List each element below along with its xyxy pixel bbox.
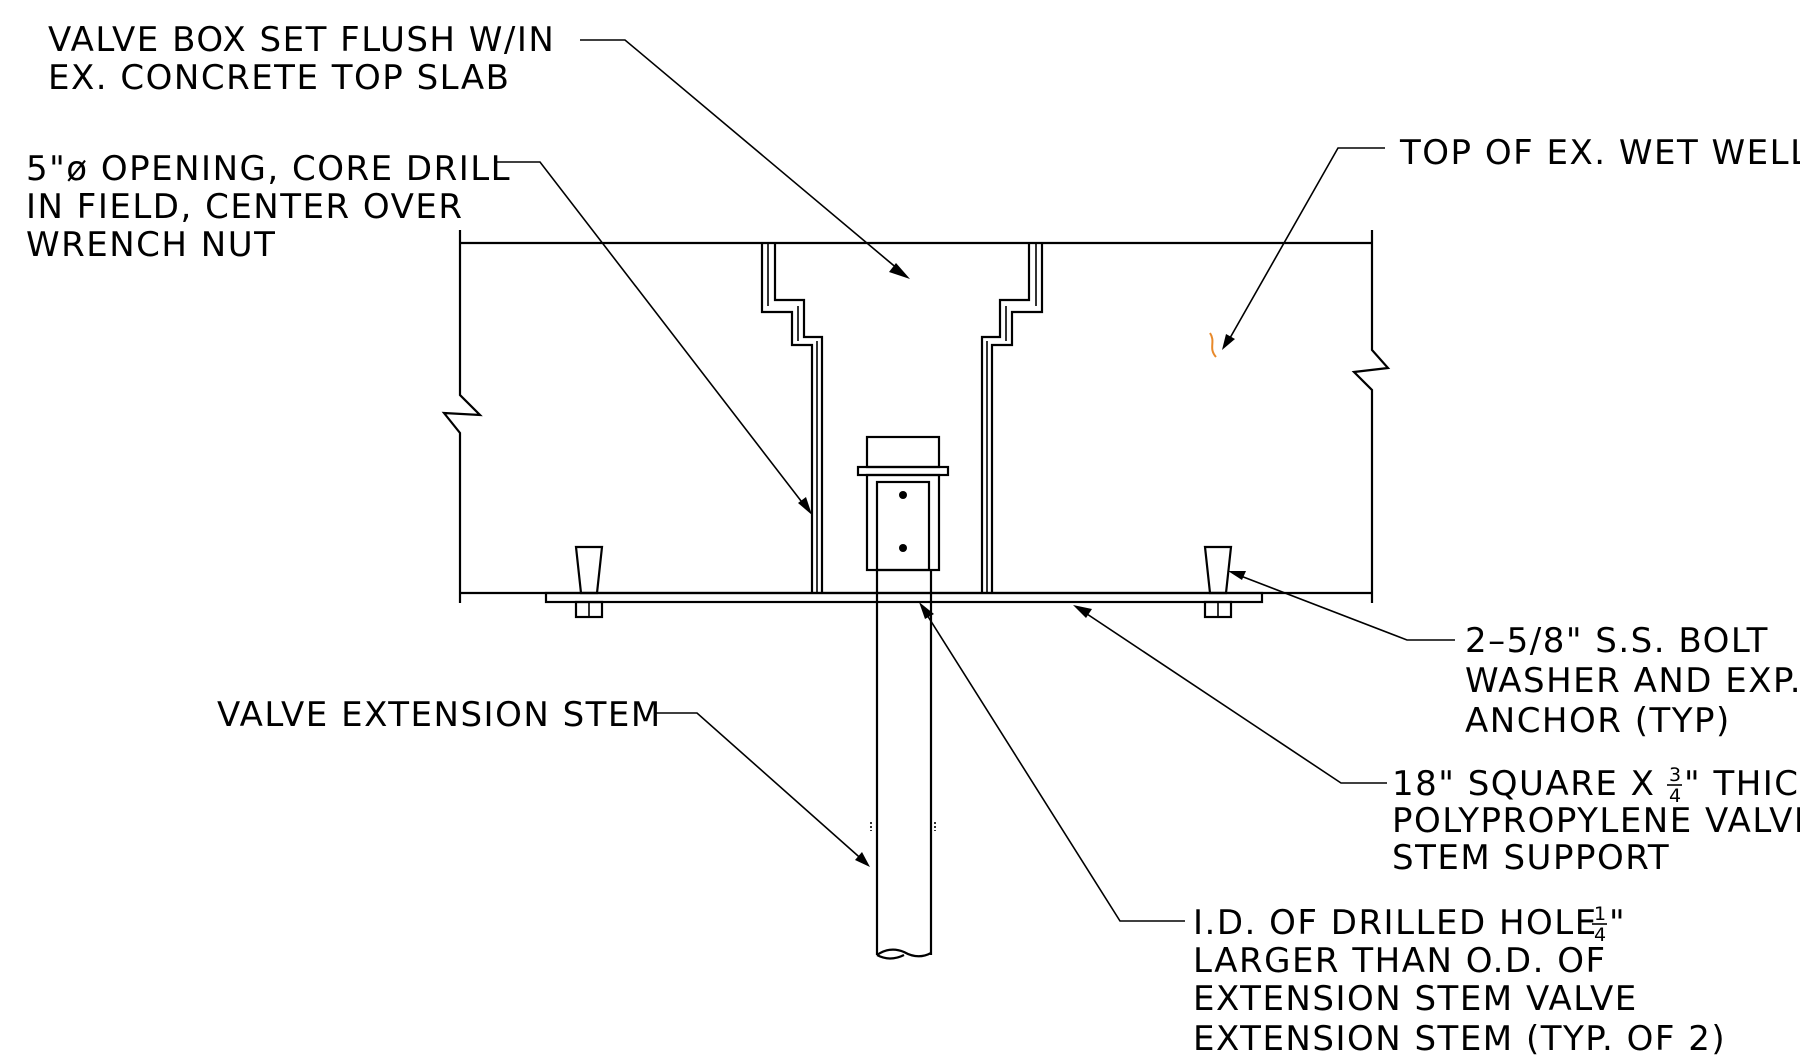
label-drilled-hole-frac-num: 1 <box>1594 903 1606 925</box>
label-drilled-hole-line1-pre: I.D. OF DRILLED HOLE <box>1193 903 1598 943</box>
label-stem: VALVE EXTENSION STEM <box>217 695 662 735</box>
label-drilled-hole-line1: I.D. OF DRILLED HOLE <box>1193 903 1598 943</box>
label-support-frac-num: 3 <box>1669 764 1681 786</box>
leader-top-wet-well <box>1222 147 1385 350</box>
label-valve-box-line2: EX. CONCRETE TOP SLAB <box>48 58 510 98</box>
label-support-frac-den: 4 <box>1669 785 1681 807</box>
wrench-nut <box>856 435 950 572</box>
leader-bolt <box>1228 571 1455 641</box>
label-drilled-hole-line4: EXTENSION STEM (TYP. OF 2) <box>1193 1019 1726 1059</box>
label-top-wet-well-text: TOP OF EX. WET WELL <box>1399 133 1800 173</box>
anchor-bolt-right <box>1203 545 1233 619</box>
leader-drilled-hole <box>919 602 1185 922</box>
label-opening-line1: 5"ø OPENING, CORE DRILL <box>26 149 511 189</box>
label-stem-text: VALVE EXTENSION STEM <box>217 695 662 735</box>
leader-valve-box <box>580 39 910 279</box>
label-support-line2: POLYPROPYLENE VALVE <box>1392 801 1800 841</box>
label-support-line1-pre: 18" SQUARE X <box>1392 764 1655 804</box>
label-drilled-hole-line1-post: " <box>1609 903 1626 943</box>
label-opening-line2: IN FIELD, CENTER OVER <box>26 187 463 227</box>
label-opening: 5"ø OPENING, CORE DRILL IN FIELD, CENTER… <box>26 149 511 265</box>
label-valve-box: VALVE BOX SET FLUSH W/IN EX. CONCRETE TO… <box>48 20 555 98</box>
leader-support <box>1073 605 1387 784</box>
label-support-line1: 18" SQUARE X <box>1392 764 1655 804</box>
revision-mark <box>1209 332 1217 358</box>
label-valve-box-line1: VALVE BOX SET FLUSH W/IN <box>48 20 555 60</box>
label-drilled-hole-line2: LARGER THAN O.D. OF <box>1193 941 1607 981</box>
label-support-line3: STEM SUPPORT <box>1392 838 1670 878</box>
label-top-wet-well: TOP OF EX. WET WELL <box>1399 133 1800 173</box>
label-support: 18" SQUARE X 3 4 " THICK POLYPROPYLENE V… <box>1392 764 1800 878</box>
label-opening-line3: WRENCH NUT <box>26 225 276 265</box>
anchor-bolt-left <box>574 545 604 619</box>
label-bolt-line1: 2–5/8" S.S. BOLT <box>1465 621 1769 661</box>
stem-support-plate <box>544 591 1264 604</box>
label-drilled-hole: I.D. OF DRILLED HOLE 1 4 " LARGER THAN O… <box>1193 903 1726 1059</box>
extension-stem <box>870 570 936 960</box>
label-drilled-hole-line3: EXTENSION STEM VALVE <box>1193 979 1638 1019</box>
label-bolt-line3: ANCHOR (TYP) <box>1465 701 1731 741</box>
label-bolt: 2–5/8" S.S. BOLT WASHER AND EXP. ANCHOR … <box>1465 621 1800 741</box>
leader-opening <box>494 161 812 515</box>
label-support-line1-post: " THICK <box>1684 764 1800 804</box>
label-bolt-line2: WASHER AND EXP. <box>1465 661 1800 701</box>
leader-stem <box>654 712 870 867</box>
valve-box <box>760 243 1044 593</box>
label-drilled-hole-frac-den: 4 <box>1594 924 1606 946</box>
